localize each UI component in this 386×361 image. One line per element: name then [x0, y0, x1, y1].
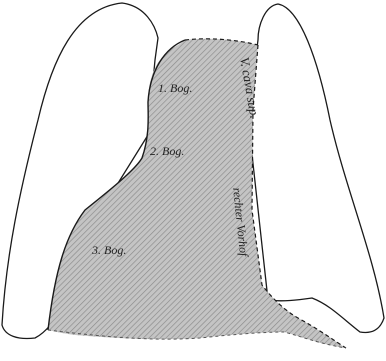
heart-shadow-area: [48, 39, 346, 348]
label-third-arch: 3. Bog.: [91, 243, 126, 257]
label-first-arch: 1. Bog.: [158, 81, 192, 95]
right-lung-outline: [248, 4, 384, 332]
label-second-arch: 2. Bog.: [150, 144, 184, 158]
